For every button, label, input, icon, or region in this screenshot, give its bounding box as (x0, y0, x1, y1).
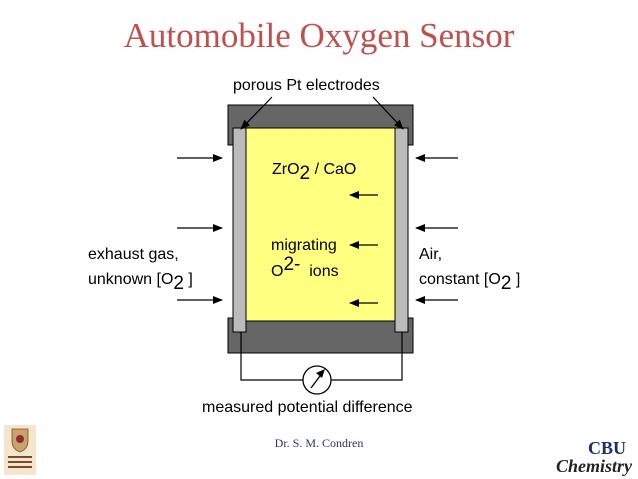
electrolyte-subscript: 2 (299, 163, 311, 184)
slide-title: Automobile Oxygen Sensor (123, 16, 515, 55)
air-label-sub: 2 (500, 273, 512, 294)
oxide-ion-symbol: O (271, 263, 284, 280)
exhaust-label-line1: exhaust gas, (88, 246, 179, 263)
right-electrode (394, 127, 409, 333)
exhaust-label-post: ] (183, 271, 193, 288)
exhaust-label-line2: unknown [O2 ] (88, 268, 193, 294)
air-label-line2: constant [O2 ] (419, 268, 521, 294)
exhaust-label-sub: 2 (173, 273, 184, 294)
air-label-line1: Air, (419, 246, 443, 263)
electrolyte-formula: ZrO (272, 161, 300, 178)
voltmeter-icon (302, 365, 332, 395)
electrodes-label: porous Pt electrodes (233, 77, 380, 94)
potential-label: measured potential difference (202, 399, 413, 416)
electrolyte-label: ZrO2 / CaO (272, 158, 357, 184)
oxide-ion-charge: 2- (283, 254, 301, 275)
circuit-wire (240, 332, 303, 381)
migrating-label-line1: migrating (271, 237, 337, 254)
logo-top-text: CBU (587, 438, 626, 458)
bottom-housing (227, 317, 414, 354)
cbu-chemistry-logo: CBU Chemistry (555, 438, 634, 476)
zirconia-electrolyte (245, 127, 396, 322)
electrode-pointer-left (240, 96, 273, 130)
air-label-pre: constant [O (419, 271, 501, 288)
circuit-wire (331, 332, 403, 381)
left-electrode (232, 127, 247, 333)
university-crest-icon (4, 425, 36, 475)
air-label-post: ] (511, 271, 521, 288)
logo-bottom-text: Chemistry (555, 456, 632, 476)
ions-word: ions (300, 263, 339, 280)
electrode-pointer-right (372, 96, 404, 130)
electrolyte-rest: / CaO (310, 161, 357, 178)
migrating-label-line2: O2- ions (271, 254, 339, 282)
author-credit: Dr. S. M. Condren (274, 436, 364, 450)
exhaust-label-pre: unknown [O (88, 271, 174, 288)
